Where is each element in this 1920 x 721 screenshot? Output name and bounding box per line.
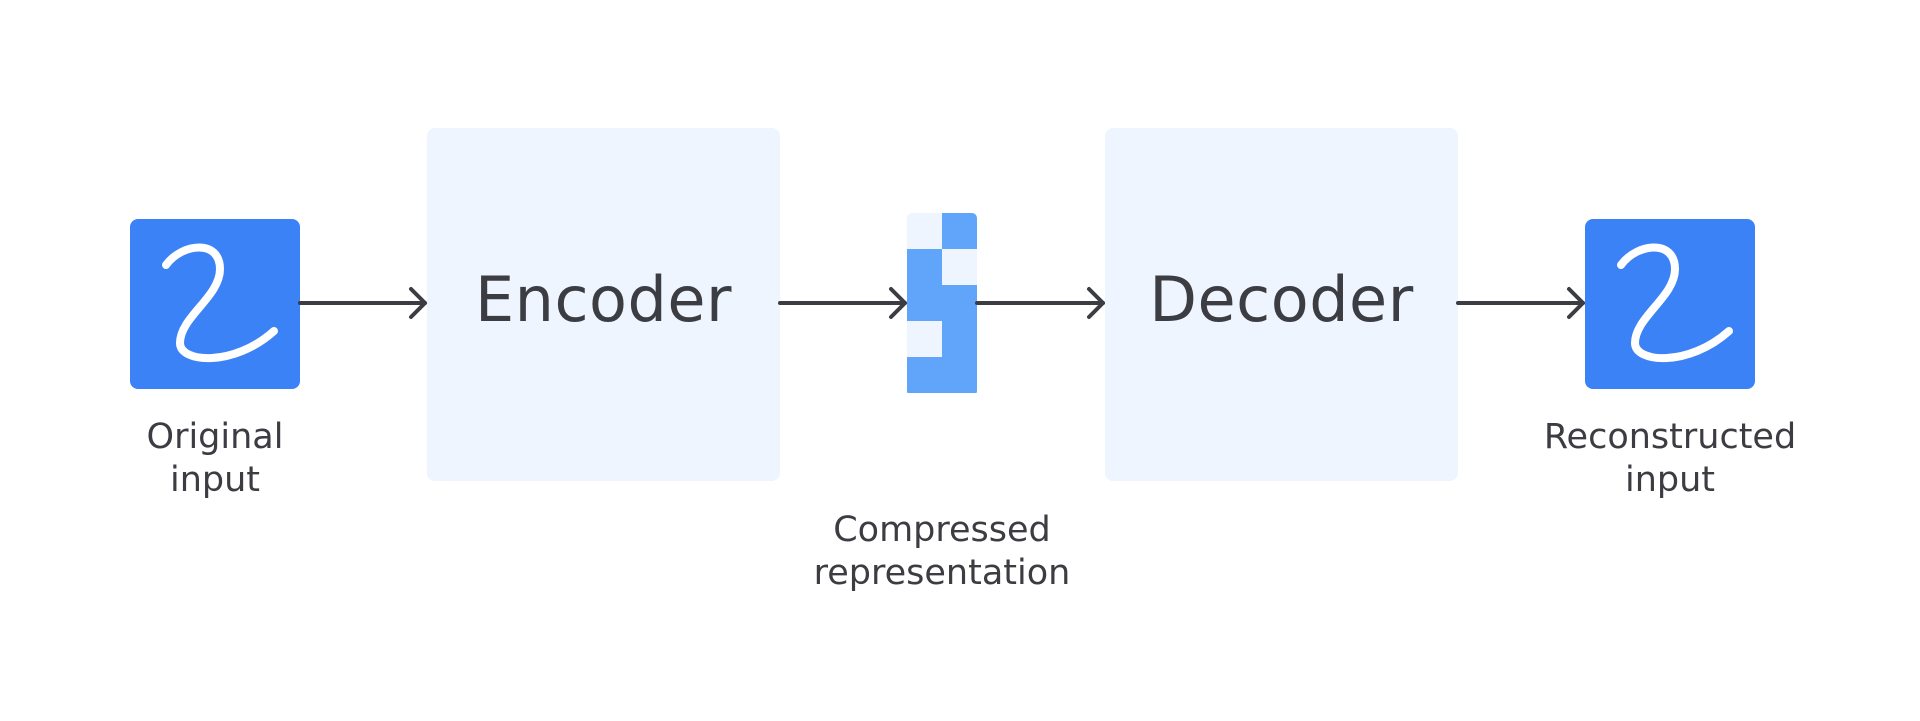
- reconstructed-caption-line2: input: [1624, 460, 1716, 500]
- arrow-decoder-to-output: [1456, 287, 1585, 319]
- arrow-input-to-encoder: [298, 287, 427, 319]
- reconstructed-caption-line1: Reconstructed: [1543, 417, 1797, 457]
- latent-cell: [942, 249, 977, 285]
- encoder-label: Encoder: [475, 263, 732, 336]
- latent-cell: [907, 213, 942, 249]
- latent-cell: [942, 357, 977, 393]
- decoder-label: Decoder: [1149, 263, 1414, 336]
- latent-cell: [942, 321, 977, 357]
- latent-cell: [907, 321, 942, 357]
- handwritten-digit-2-icon: [162, 243, 278, 362]
- latent-cell: [907, 357, 942, 393]
- original-input-caption-line2: input: [169, 460, 261, 500]
- original-input-caption-line1: Original: [146, 417, 284, 457]
- compressed-caption-line1: Compressed: [833, 510, 1051, 550]
- compressed-caption-line2: representation: [813, 553, 1071, 593]
- original-input-caption: Original input: [100, 416, 330, 502]
- encoder-block: Encoder: [427, 128, 780, 481]
- reconstructed-input-image: [1585, 219, 1755, 389]
- handwritten-digit-2-icon: [1617, 243, 1733, 362]
- arrow-encoder-to-latent: [778, 287, 907, 319]
- reconstructed-input-caption: Reconstructed input: [1530, 416, 1810, 502]
- latent-cell: [907, 285, 942, 321]
- original-input-image: [130, 219, 300, 389]
- latent-cell: [907, 249, 942, 285]
- latent-cell: [942, 213, 977, 249]
- compressed-representation-caption: Compressed representation: [792, 509, 1092, 595]
- decoder-block: Decoder: [1105, 128, 1458, 481]
- latent-cell: [942, 285, 977, 321]
- compressed-representation: [907, 213, 977, 396]
- arrow-latent-to-decoder: [975, 287, 1105, 319]
